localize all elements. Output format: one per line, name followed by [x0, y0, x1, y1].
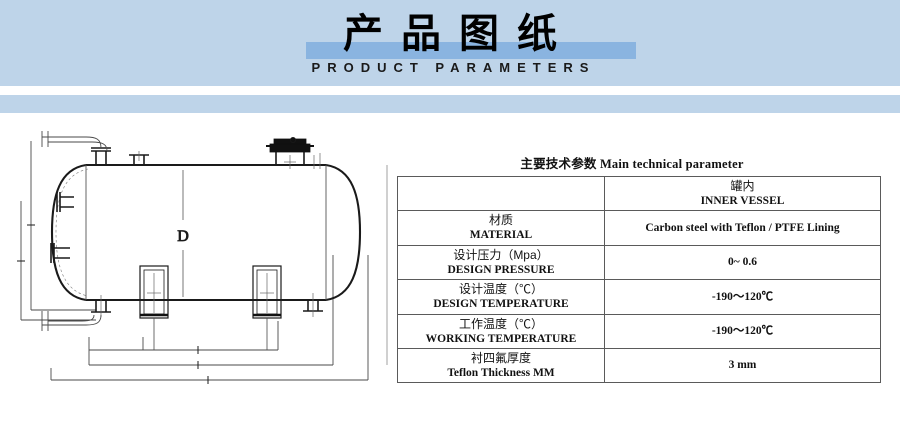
row-label-design-temperature: 设计温度（℃） DESIGN TEMPERATURE: [397, 279, 605, 315]
row-label-cn: 设计温度（℃）: [458, 282, 543, 297]
header-label-cell: [397, 175, 605, 212]
table-title-english: Main technical parameter: [599, 157, 744, 171]
table-row: 材质 MATERIAL Carbon steel with Teflon / P…: [397, 210, 881, 246]
row-value-working-temperature: -190～120℃: [604, 313, 881, 349]
row-label-en: WORKING TEMPERATURE: [425, 332, 577, 345]
row-label-working-temperature: 工作温度（℃） WORKING TEMPERATURE: [397, 313, 605, 349]
parameters-table: 罐内 INNER VESSEL 材质 MATERIAL Carbon steel…: [397, 175, 881, 384]
page-title-chinese: 产品图纸: [343, 12, 575, 56]
row-label-material: 材质 MATERIAL: [397, 210, 605, 246]
row-label-en: Teflon Thickness MM: [447, 366, 555, 379]
table-row: 设计压力（Mpa） DESIGN PRESSURE 0~ 0.6: [397, 244, 881, 281]
header-value-cell: 罐内 INNER VESSEL: [604, 175, 881, 212]
page-title-english: PRODUCT PARAMETERS: [311, 60, 596, 75]
inner-vessel-label-en: INNER VESSEL: [700, 195, 785, 207]
parameters-table-container: 主要技术参数 Main technical parameter 罐内 INNER…: [397, 153, 881, 384]
table-header-row: 罐内 INNER VESSEL: [397, 175, 881, 212]
table-row: 工作温度（℃） WORKING TEMPERATURE -190～120℃: [397, 313, 881, 349]
table-title-chinese: 主要技术参数: [520, 157, 597, 171]
row-value-design-temperature: -190～120℃: [604, 279, 881, 315]
row-label-cn: 设计压力（Mpa）: [453, 247, 549, 262]
row-label-en: DESIGN TEMPERATURE: [433, 298, 569, 311]
table-row: 衬四氟厚度 Teflon Thickness MM 3 mm: [397, 347, 881, 384]
row-label-teflon-thickness: 衬四氟厚度 Teflon Thickness MM: [397, 347, 605, 384]
content-area: D: [0, 113, 900, 437]
row-label-cn: 工作温度（℃）: [458, 316, 543, 331]
row-label-cn: 材质: [488, 213, 513, 228]
inner-vessel-label-cn: 罐内: [730, 179, 755, 193]
row-value-material: Carbon steel with Teflon / PTFE Lining: [604, 210, 881, 246]
title-highlight-bar: [306, 42, 636, 59]
row-label-en: DESIGN PRESSURE: [447, 263, 555, 276]
row-label-en: MATERIAL: [469, 229, 533, 242]
row-label-cn: 衬四氟厚度: [470, 350, 531, 365]
table-row: 设计温度（℃） DESIGN TEMPERATURE -190～120℃: [397, 279, 881, 315]
vessel-drawing: D: [8, 125, 394, 395]
header-secondary-band: [0, 95, 900, 113]
row-label-design-pressure: 设计压力（Mpa） DESIGN PRESSURE: [397, 244, 605, 281]
diameter-label: D: [177, 228, 189, 245]
table-title: 主要技术参数 Main technical parameter: [397, 153, 867, 172]
row-value-teflon-thickness: 3 mm: [604, 347, 881, 384]
row-value-design-pressure: 0~ 0.6: [604, 244, 881, 281]
